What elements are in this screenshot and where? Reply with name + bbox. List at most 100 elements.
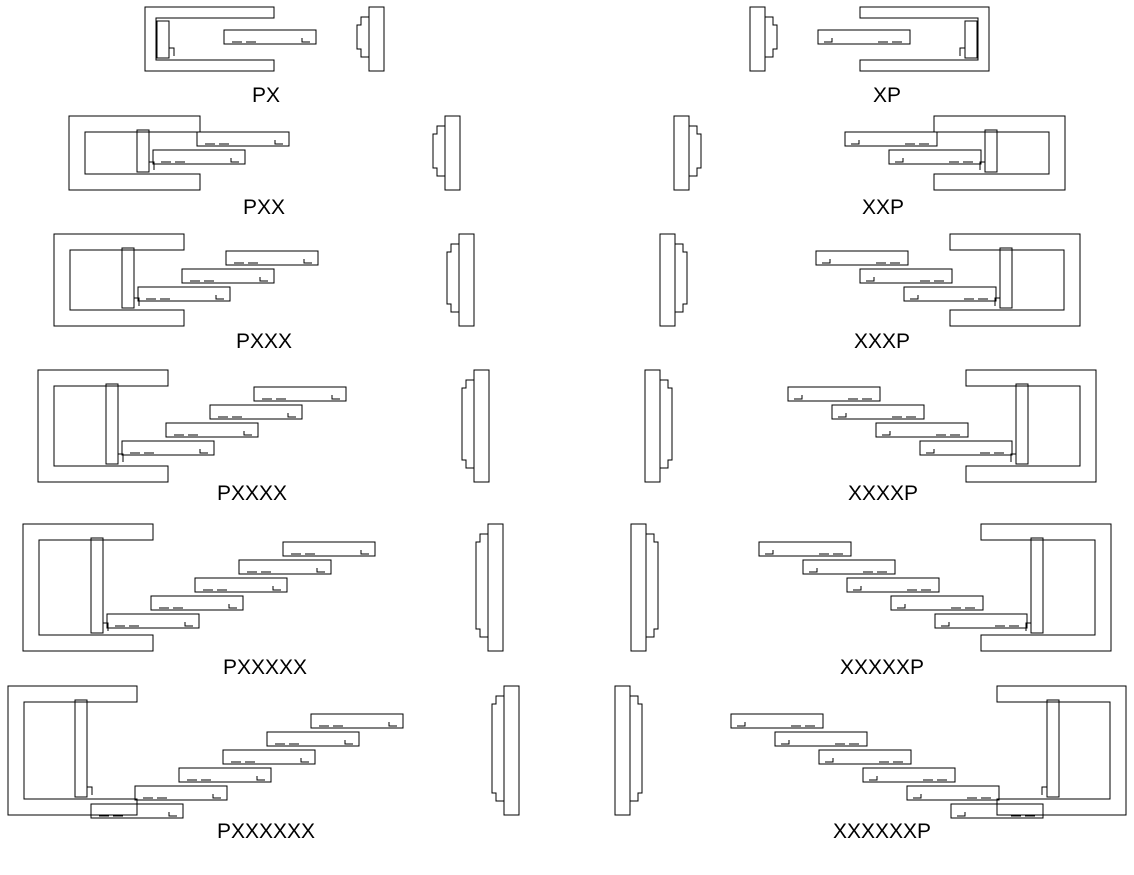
panel-seal bbox=[809, 568, 818, 573]
fixed-post bbox=[156, 20, 170, 59]
configuration-xxxxxp bbox=[630, 523, 1112, 652]
panel-seal bbox=[824, 38, 833, 43]
panel-seal bbox=[853, 586, 862, 591]
panel-seal bbox=[781, 740, 790, 745]
sliding-panel bbox=[137, 286, 231, 302]
sliding-panel bbox=[888, 149, 982, 165]
sliding-panel bbox=[815, 250, 909, 266]
sliding-panel bbox=[266, 731, 360, 747]
sliding-panel bbox=[225, 250, 319, 266]
sliding-panel bbox=[150, 595, 244, 611]
fixed-post bbox=[1046, 699, 1060, 798]
panel-seal bbox=[212, 794, 221, 799]
side-profile bbox=[491, 695, 504, 802]
fixed-post bbox=[999, 247, 1013, 309]
panel-seal bbox=[941, 622, 950, 627]
sliding-panel bbox=[862, 767, 956, 783]
panel-seal bbox=[215, 295, 224, 300]
configuration-xxxp bbox=[659, 233, 1081, 327]
panel-seal bbox=[737, 722, 746, 727]
panel-seal bbox=[822, 259, 831, 264]
side-elevation-box bbox=[458, 233, 475, 327]
configuration-label: PXXXXXX bbox=[217, 820, 315, 843]
sliding-panel bbox=[181, 268, 275, 284]
side-elevation-box bbox=[503, 685, 520, 816]
configuration-px bbox=[144, 6, 385, 72]
panel-seal bbox=[866, 277, 875, 282]
frame-pocket bbox=[980, 523, 1112, 652]
post-hook bbox=[1010, 453, 1016, 462]
sliding-panel bbox=[152, 149, 246, 165]
sliding-panel bbox=[831, 404, 925, 420]
configuration-label: XXXXP bbox=[848, 482, 918, 505]
sliding-panel bbox=[802, 559, 896, 575]
panel-seal bbox=[272, 586, 281, 591]
frame-pocket bbox=[996, 685, 1127, 816]
configuration-pxxxxx bbox=[22, 523, 504, 652]
sliding-panel bbox=[106, 613, 200, 629]
sliding-panel bbox=[787, 386, 881, 402]
configuration-pxx bbox=[68, 115, 461, 191]
frame-pocket bbox=[53, 233, 185, 327]
fixed-post bbox=[1015, 383, 1029, 465]
panel-seal bbox=[765, 550, 774, 555]
sliding-panel bbox=[178, 767, 272, 783]
frame-pocket bbox=[859, 6, 990, 72]
sliding-panel bbox=[223, 29, 317, 45]
side-profile bbox=[646, 533, 659, 638]
sliding-panel bbox=[238, 559, 332, 575]
configuration-xxxxxxp bbox=[614, 685, 1127, 819]
panel-seal bbox=[331, 395, 340, 400]
configuration-label: XXXP bbox=[854, 330, 910, 353]
panel-seal bbox=[838, 413, 847, 418]
sliding-panel bbox=[121, 440, 215, 456]
panel-seal bbox=[168, 812, 177, 817]
side-elevation-box bbox=[659, 233, 676, 327]
fixed-post bbox=[105, 383, 119, 465]
sliding-panel bbox=[282, 541, 376, 557]
side-elevation-box bbox=[368, 6, 385, 72]
post-hook bbox=[979, 161, 985, 170]
configuration-label: PXXX bbox=[236, 330, 292, 353]
configuration-label: PXX bbox=[243, 196, 285, 219]
configuration-pxxx bbox=[53, 233, 475, 327]
side-profile bbox=[660, 379, 673, 469]
configuration-label: XXP bbox=[862, 196, 904, 219]
side-elevation-box bbox=[630, 523, 647, 652]
side-elevation-box bbox=[487, 523, 504, 652]
post-hook bbox=[169, 47, 175, 56]
configuration-label: PXXXXX bbox=[223, 656, 307, 679]
sliding-panel bbox=[844, 131, 938, 147]
panel-seal bbox=[926, 449, 935, 454]
panel-seal bbox=[882, 431, 891, 436]
panel-seal bbox=[199, 449, 208, 454]
post-hook bbox=[994, 297, 1000, 306]
post-hook bbox=[118, 453, 124, 462]
frame-pocket bbox=[7, 685, 138, 816]
sliding-panel bbox=[859, 268, 953, 284]
sliding-panel bbox=[90, 803, 184, 819]
panel-seal bbox=[869, 776, 878, 781]
sliding-panel bbox=[875, 422, 969, 438]
panel-seal bbox=[274, 140, 283, 145]
panel-seal bbox=[851, 140, 860, 145]
side-profile bbox=[675, 243, 688, 313]
side-elevation-box bbox=[644, 369, 661, 483]
panel-seal bbox=[287, 413, 296, 418]
post-hook bbox=[87, 786, 93, 795]
side-elevation-box bbox=[473, 369, 490, 483]
side-elevation-box bbox=[614, 685, 631, 816]
sliding-panel bbox=[774, 731, 868, 747]
frame-pocket bbox=[37, 369, 169, 483]
side-profile bbox=[461, 379, 474, 469]
sliding-panel bbox=[730, 713, 824, 729]
frame-pocket bbox=[144, 6, 275, 72]
sliding-panel bbox=[890, 595, 984, 611]
panel-seal bbox=[228, 604, 237, 609]
panel-seal bbox=[910, 295, 919, 300]
panel-seal bbox=[957, 812, 966, 817]
panel-seal bbox=[794, 395, 803, 400]
panel-seal bbox=[913, 794, 922, 799]
frame-pocket bbox=[68, 115, 201, 191]
